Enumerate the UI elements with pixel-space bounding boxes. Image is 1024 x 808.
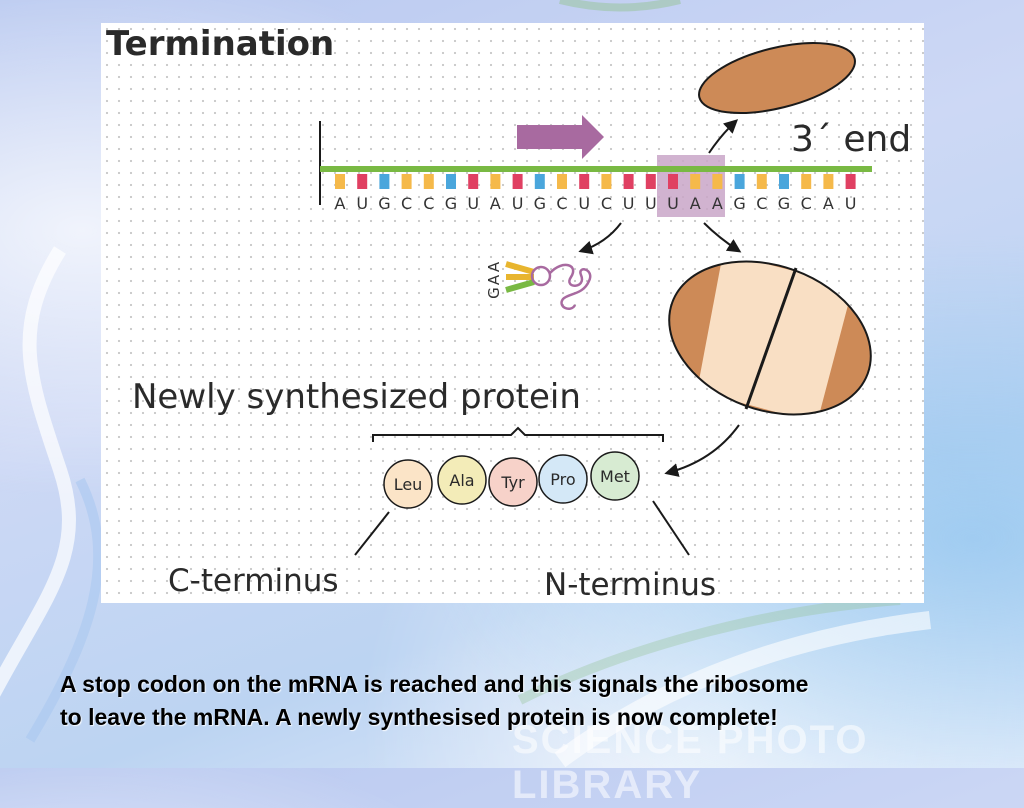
- watermark-text: SCIENCE PHOTO LIBRARY: [512, 718, 869, 807]
- anticodon-base-3: G: [485, 287, 503, 299]
- n-terminus-line: [652, 500, 690, 556]
- mrna-backbone: [320, 166, 872, 172]
- slide-caption: A stop codon on the mRNA is reached and …: [60, 668, 1000, 734]
- mrna-base-tick: [623, 174, 634, 189]
- mrna-base-letter: C: [556, 194, 567, 213]
- mrna-base-letter: A: [823, 194, 834, 213]
- mrna-base-tick: [423, 174, 434, 189]
- mrna-base-letter: G: [778, 194, 790, 213]
- diagram-title: Termination: [106, 24, 334, 64]
- mrna-base-letter: U: [667, 194, 679, 213]
- c-terminus-line: [354, 511, 390, 556]
- protein-heading: Newly synthesized protein: [132, 377, 581, 417]
- amino-acid-label: Leu: [394, 475, 423, 494]
- mrna-base-letter: C: [801, 194, 812, 213]
- anticodon-base-2: A: [485, 274, 503, 285]
- mrna-base-tick: [779, 174, 789, 189]
- mrna-base-tick: [379, 174, 390, 189]
- ribosome-large-subunit: [668, 253, 872, 423]
- mrna-base-tick: [401, 174, 412, 189]
- mrna-base-letter: C: [601, 194, 612, 213]
- mrna-base-tick: [490, 174, 501, 189]
- mrna-base-tick: [446, 174, 456, 189]
- caption-line-2: to leave the mRNA. A newly synthesised p…: [60, 704, 778, 730]
- mrna-base-tick: [690, 174, 701, 189]
- amino-acid-label: Met: [600, 467, 630, 486]
- amino-acid-chain: Leu Ala Tyr Pro Met: [383, 451, 640, 509]
- mrna-base-letter: U: [623, 194, 635, 213]
- mrna-base-letter: G: [534, 194, 546, 213]
- mrna-base-letter: U: [467, 194, 479, 213]
- amino-acid-label: Ala: [449, 471, 474, 490]
- mrna-base-tick: [823, 174, 834, 189]
- mrna-base-letter: A: [335, 194, 346, 213]
- mrna-base-tick: [534, 174, 545, 189]
- amino-acid-bead: [488, 457, 538, 507]
- amino-acid-bead: [538, 454, 588, 504]
- mrna-base-tick: [712, 174, 723, 189]
- amino-acid-bead: [383, 459, 433, 509]
- protein-brace: [372, 426, 664, 442]
- mrna-base-letter: G: [445, 194, 457, 213]
- trna-release-arrow: [578, 222, 622, 255]
- mrna-base-letter: U: [645, 194, 657, 213]
- mrna-base-tick: [601, 174, 612, 189]
- n-terminus-label: N-terminus: [544, 567, 716, 603]
- amino-acid-label: Tyr: [500, 473, 525, 492]
- amino-acid-label: Pro: [550, 470, 575, 489]
- mrna-base-tick: [357, 174, 368, 189]
- mrna-base-letter: G: [733, 194, 745, 213]
- mrna-base-letter: U: [512, 194, 524, 213]
- ribosome-release-arrow: [703, 222, 742, 253]
- mrna-base-letter: A: [690, 194, 701, 213]
- caption-line-1: A stop codon on the mRNA is reached and …: [60, 671, 809, 697]
- c-terminus-label: C-terminus: [168, 563, 339, 599]
- mrna-base-tick: [668, 174, 678, 189]
- mrna-base-letter: U: [578, 194, 590, 213]
- mrna-base-tick: [468, 174, 479, 189]
- trna-molecule: [505, 261, 592, 310]
- ribosome-small-subunit: [698, 42, 856, 114]
- mrna-base-letter: C: [756, 194, 767, 213]
- mrna-base-tick: [335, 174, 345, 189]
- three-prime-end-label: 3´ end: [791, 119, 911, 160]
- mrna-base-tick: [557, 174, 567, 189]
- mrna-base-tick: [845, 174, 856, 189]
- mrna-base-letter: A: [712, 194, 723, 213]
- mrna-base-tick: [801, 174, 812, 189]
- mrna-base-letter: U: [356, 194, 368, 213]
- amino-acid-bead: [437, 455, 487, 505]
- mrna-base-tick: [645, 174, 656, 189]
- mrna-base-letter: U: [845, 194, 857, 213]
- mrna-base-letter: C: [423, 194, 434, 213]
- amino-acid-bead: [590, 451, 640, 501]
- mrna-base-tick: [512, 174, 523, 189]
- ribosome-to-protein-arrow: [664, 424, 740, 477]
- mrna-base-letter: A: [490, 194, 501, 213]
- background-dna-helix: [25, 0, 901, 743]
- mrna-base-tick: [734, 174, 745, 189]
- mrna-base-letter: C: [401, 194, 412, 213]
- mrna-base-tick: [756, 174, 767, 189]
- mrna-base-letter: G: [378, 194, 390, 213]
- direction-arrow-icon: [517, 115, 604, 159]
- mrna-base-tick: [579, 174, 590, 189]
- subunit-release-arrow: [708, 119, 739, 154]
- anticodon-base-1: A: [485, 261, 503, 272]
